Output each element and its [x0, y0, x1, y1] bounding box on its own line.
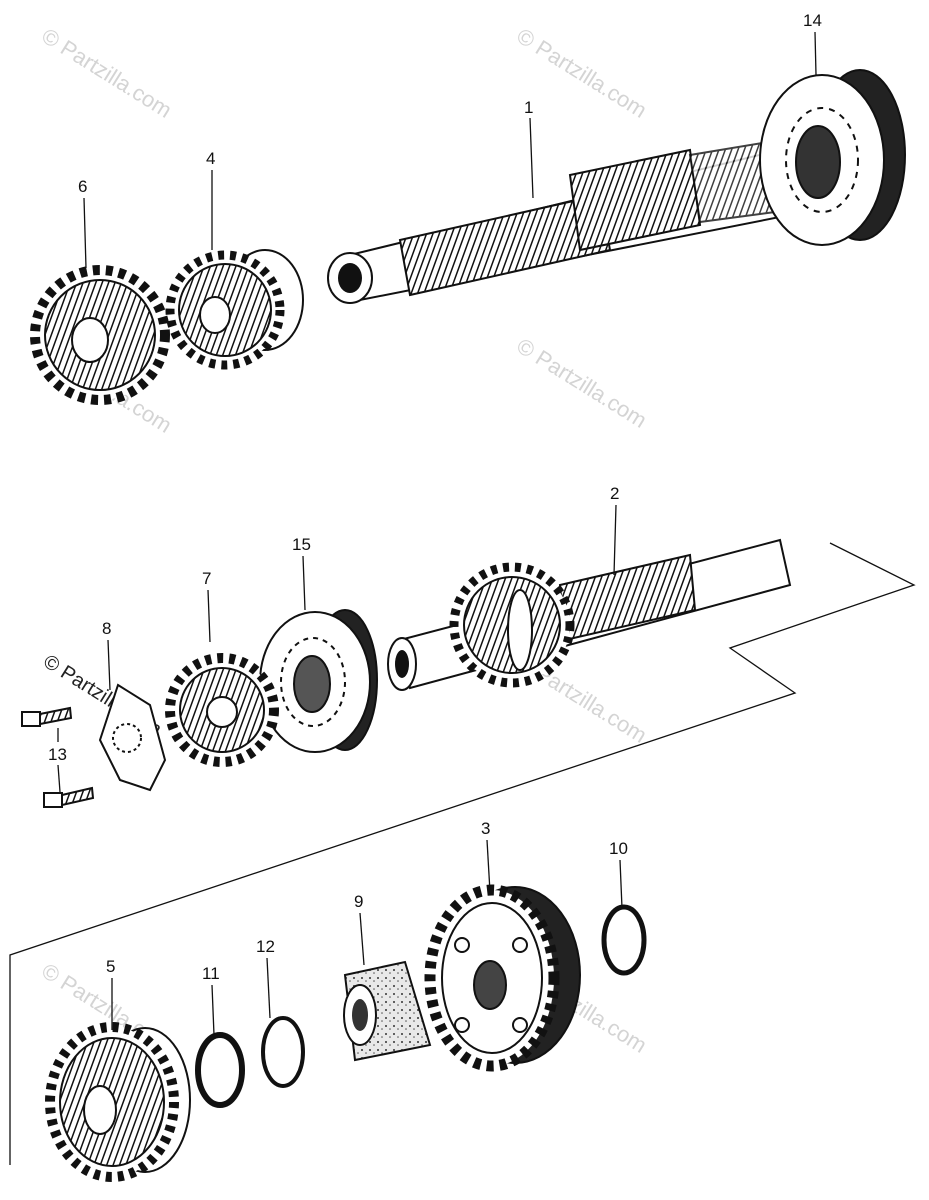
callout-7[interactable]: 7: [202, 569, 211, 588]
watermark-text: © Partzilla.com: [37, 23, 176, 123]
callout-15[interactable]: 15: [292, 535, 311, 554]
callout-13[interactable]: 13: [48, 745, 67, 764]
sprocket-7: [165, 653, 279, 767]
main-shaft: [327, 138, 792, 304]
bearing-14: [759, 69, 906, 246]
callout-2[interactable]: 2: [610, 484, 619, 503]
gear-6: [30, 265, 170, 405]
gear-4: [165, 249, 304, 370]
plate-8: [98, 683, 167, 792]
gear-5: [45, 1022, 191, 1182]
callouts: 1 2 3 4 5 6 7 8 9 10 11 12 13 14 15: [48, 11, 822, 983]
watermark-text: © Partzilla.com: [512, 333, 651, 433]
bolts-13: [21, 706, 95, 808]
callout-9[interactable]: 9: [354, 892, 363, 911]
callout-8[interactable]: 8: [102, 619, 111, 638]
gear-3: [424, 884, 581, 1072]
watermarks: © Partzilla.com © Partzilla.com © Partzi…: [37, 23, 651, 1058]
washer-11: [195, 1032, 245, 1108]
assembly-outline: [9, 542, 916, 1165]
callout-1[interactable]: 1: [524, 98, 533, 117]
callout-11[interactable]: 11: [202, 964, 220, 983]
bearing-15: [259, 609, 378, 753]
countershaft: [387, 538, 792, 691]
callout-4[interactable]: 4: [206, 149, 215, 168]
circlip-12: [261, 1016, 305, 1088]
leader-lines: [57, 31, 817, 1036]
callout-14[interactable]: 14: [803, 11, 822, 30]
callout-6[interactable]: 6: [78, 177, 87, 196]
callout-3[interactable]: 3: [481, 819, 490, 838]
callout-5[interactable]: 5: [106, 957, 115, 976]
callout-10[interactable]: 10: [609, 839, 628, 858]
hub-9: [343, 960, 432, 1062]
washer-10: [601, 904, 647, 976]
callout-12[interactable]: 12: [256, 937, 275, 956]
